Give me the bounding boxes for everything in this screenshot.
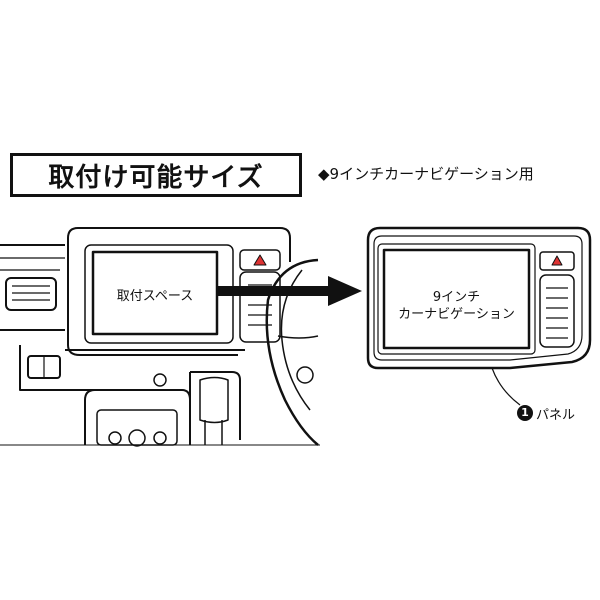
install-space-screen xyxy=(91,250,219,336)
hazard-icon xyxy=(253,254,267,266)
install-space-label: 取付スペース xyxy=(116,289,194,304)
title-box: 取付け可能サイズ xyxy=(10,153,302,197)
page-title: 取付け可能サイズ xyxy=(48,162,264,193)
nav-screen-label-line1: 9インチ xyxy=(432,290,481,305)
dashboard-illustration xyxy=(0,227,320,447)
callout-leader-line xyxy=(491,367,521,406)
arrow-right-icon xyxy=(218,276,362,306)
subtitle: ◆9インチカーナビゲーション用 xyxy=(318,165,534,183)
nav-screen xyxy=(382,248,531,350)
panel-illustration xyxy=(366,226,592,421)
callout-number: 1 xyxy=(521,406,529,419)
callout-label: パネル xyxy=(536,408,576,423)
callout-number-badge xyxy=(517,405,533,421)
nav-screen-label-line2: カーナビゲーション xyxy=(398,307,515,322)
